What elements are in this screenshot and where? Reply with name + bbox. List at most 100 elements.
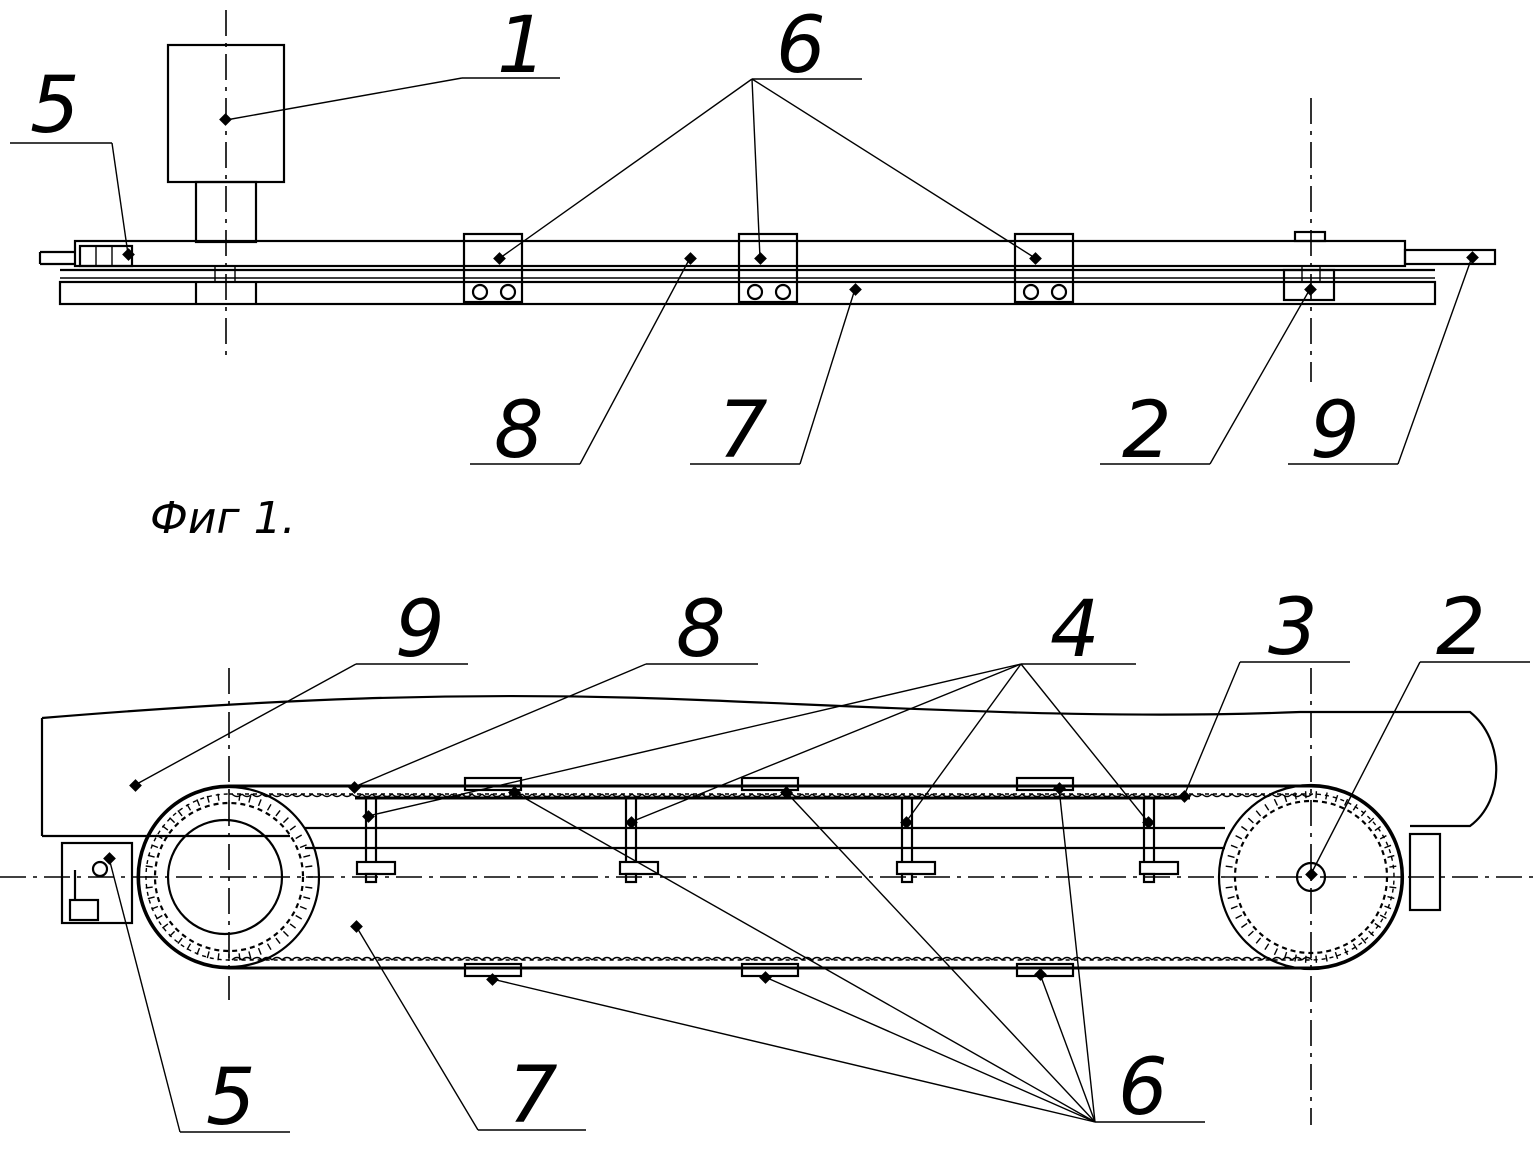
- tooth: [501, 956, 513, 961]
- tooth: [1273, 948, 1279, 956]
- tooth: [621, 793, 633, 798]
- tooth: [961, 956, 973, 961]
- tooth: [791, 793, 803, 798]
- tooth: [991, 956, 1003, 961]
- belt-teeth: [145, 791, 1397, 963]
- tooth: [1227, 854, 1235, 859]
- tooth: [841, 793, 853, 798]
- tooth: [361, 793, 373, 798]
- tooth: [341, 956, 353, 961]
- tooth: [151, 844, 159, 849]
- tooth: [1343, 948, 1349, 956]
- tooth: [177, 937, 183, 945]
- tooth: [238, 793, 241, 801]
- carriage-6-b: [737, 232, 799, 304]
- carriage-6-a: [462, 232, 524, 304]
- tooth: [1389, 865, 1397, 868]
- tooth: [1041, 793, 1053, 798]
- tooth: [611, 793, 623, 798]
- tooth: [801, 956, 813, 961]
- tooth: [1379, 914, 1387, 920]
- tooth: [821, 793, 833, 798]
- tooth: [147, 896, 155, 900]
- tooth: [1081, 793, 1093, 798]
- tooth: [169, 817, 176, 824]
- tooth: [145, 886, 153, 889]
- tooth: [1294, 954, 1297, 962]
- figure-1: 1 5 6 8 7 2 9 Фиг 1.: [10, 1, 1497, 544]
- toothed-belt-inner: [145, 793, 1395, 961]
- tooth: [1230, 844, 1238, 849]
- tooth: [1001, 793, 1013, 798]
- tooth: [431, 956, 443, 961]
- tooth: [711, 956, 723, 961]
- tooth: [1211, 793, 1223, 798]
- tooth: [831, 956, 843, 961]
- tooth: [1240, 825, 1248, 832]
- tooth: [351, 793, 363, 798]
- tooth: [169, 930, 176, 937]
- tooth: [1325, 792, 1328, 800]
- tooth: [361, 956, 373, 961]
- tooth: [1247, 930, 1254, 937]
- tooth: [1384, 905, 1392, 910]
- tooth: [571, 956, 583, 961]
- tooth: [1291, 793, 1303, 798]
- tooth: [641, 956, 653, 961]
- holder-4-d: [1138, 798, 1180, 884]
- tooth: [991, 793, 1003, 798]
- tooth: [248, 795, 252, 803]
- tooth: [1261, 956, 1273, 961]
- tooth: [471, 793, 483, 798]
- fig1-label-2: 2: [1122, 386, 1172, 476]
- tooth: [257, 799, 262, 807]
- tooth: [691, 956, 703, 961]
- tooth: [1360, 810, 1367, 817]
- shaft-9: [1403, 248, 1497, 266]
- tooth: [811, 956, 823, 961]
- tooth: [311, 956, 323, 961]
- tooth: [206, 795, 210, 803]
- figure-2: 9 8 4 3 2 5 7 6: [0, 583, 1536, 1143]
- tooth: [511, 956, 523, 961]
- tooth: [781, 793, 793, 798]
- tooth: [291, 793, 303, 798]
- tooth: [1211, 956, 1223, 961]
- dot-1: [219, 113, 232, 126]
- tooth: [591, 956, 603, 961]
- tooth: [651, 956, 663, 961]
- tooth: [961, 793, 973, 798]
- tooth: [1271, 793, 1283, 798]
- tooth: [631, 793, 643, 798]
- tooth: [1264, 943, 1270, 950]
- tooth: [1334, 794, 1339, 803]
- tooth: [303, 854, 311, 858]
- left-bracket-block: [68, 898, 100, 922]
- tooth: [177, 809, 183, 817]
- tooth: [145, 865, 153, 868]
- tooth: [1384, 844, 1392, 849]
- tooth: [1352, 804, 1358, 811]
- tooth: [921, 793, 933, 798]
- tooth: [921, 956, 933, 961]
- tooth: [238, 953, 241, 961]
- fig1-label-8: 8: [494, 386, 544, 476]
- tooth: [1051, 793, 1063, 798]
- tooth: [571, 793, 583, 798]
- workpiece-9: [40, 694, 1498, 838]
- tooth: [861, 956, 873, 961]
- fig2-label-9: 9: [395, 585, 445, 675]
- tooth: [1225, 865, 1233, 868]
- tooth: [821, 956, 833, 961]
- tooth: [401, 956, 413, 961]
- fig2-label-2: 2: [1436, 583, 1486, 673]
- tooth: [461, 956, 473, 961]
- tooth: [1021, 956, 1033, 961]
- tooth: [1251, 956, 1263, 961]
- tooth: [851, 793, 863, 798]
- fig2-leaders: [108, 661, 1530, 1133]
- tooth: [1225, 886, 1233, 889]
- holder-4-c: [895, 798, 937, 884]
- carriage-6-top-b: [740, 776, 800, 792]
- tooth: [295, 834, 303, 840]
